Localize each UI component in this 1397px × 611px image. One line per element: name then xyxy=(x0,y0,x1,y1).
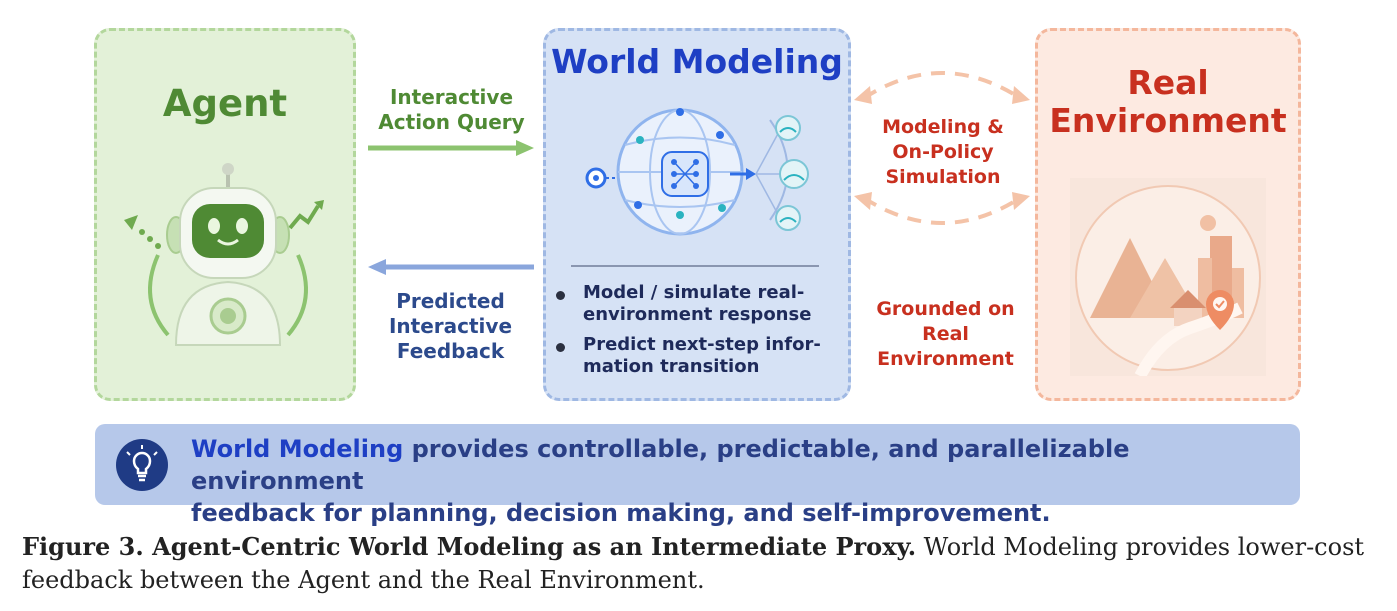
world-modeling-title: World Modeling xyxy=(551,42,843,81)
banner-highlight: World Modeling xyxy=(191,435,404,463)
list-item: Model / simulate real- environment respo… xyxy=(556,282,846,326)
simulation-label: Modeling & On-Policy Simulation xyxy=(882,116,1004,188)
grounded-label: Grounded on Real Environment xyxy=(876,298,1015,370)
globe-network-icon xyxy=(585,108,809,236)
summary-banner xyxy=(95,424,1300,505)
bullet-dot xyxy=(556,343,565,352)
landscape-icon xyxy=(1070,178,1266,376)
action-query-arrow xyxy=(368,140,534,156)
simulation-cycle-arrows xyxy=(854,71,1030,225)
banner-text: World Modeling provides controllable, pr… xyxy=(191,435,1130,527)
list-item: Predict next-step infor- mation transiti… xyxy=(556,334,846,378)
lightbulb-icon xyxy=(116,439,168,491)
action-query-label: Interactive Action Query xyxy=(378,85,525,134)
figure-caption: Figure 3. Agent-Centric World Modeling a… xyxy=(22,532,1365,594)
real-environment-title: Real Environment xyxy=(1049,63,1287,140)
feedback-label: Predicted Interactive Feedback xyxy=(388,289,513,363)
bullet-dot xyxy=(556,291,565,300)
world-modeling-bullets: Model / simulate real- environment respo… xyxy=(556,282,846,386)
robot-icon xyxy=(124,163,324,346)
agent-title: Agent xyxy=(162,82,288,125)
feedback-arrow xyxy=(368,259,534,275)
world-modeling-divider xyxy=(571,265,819,267)
